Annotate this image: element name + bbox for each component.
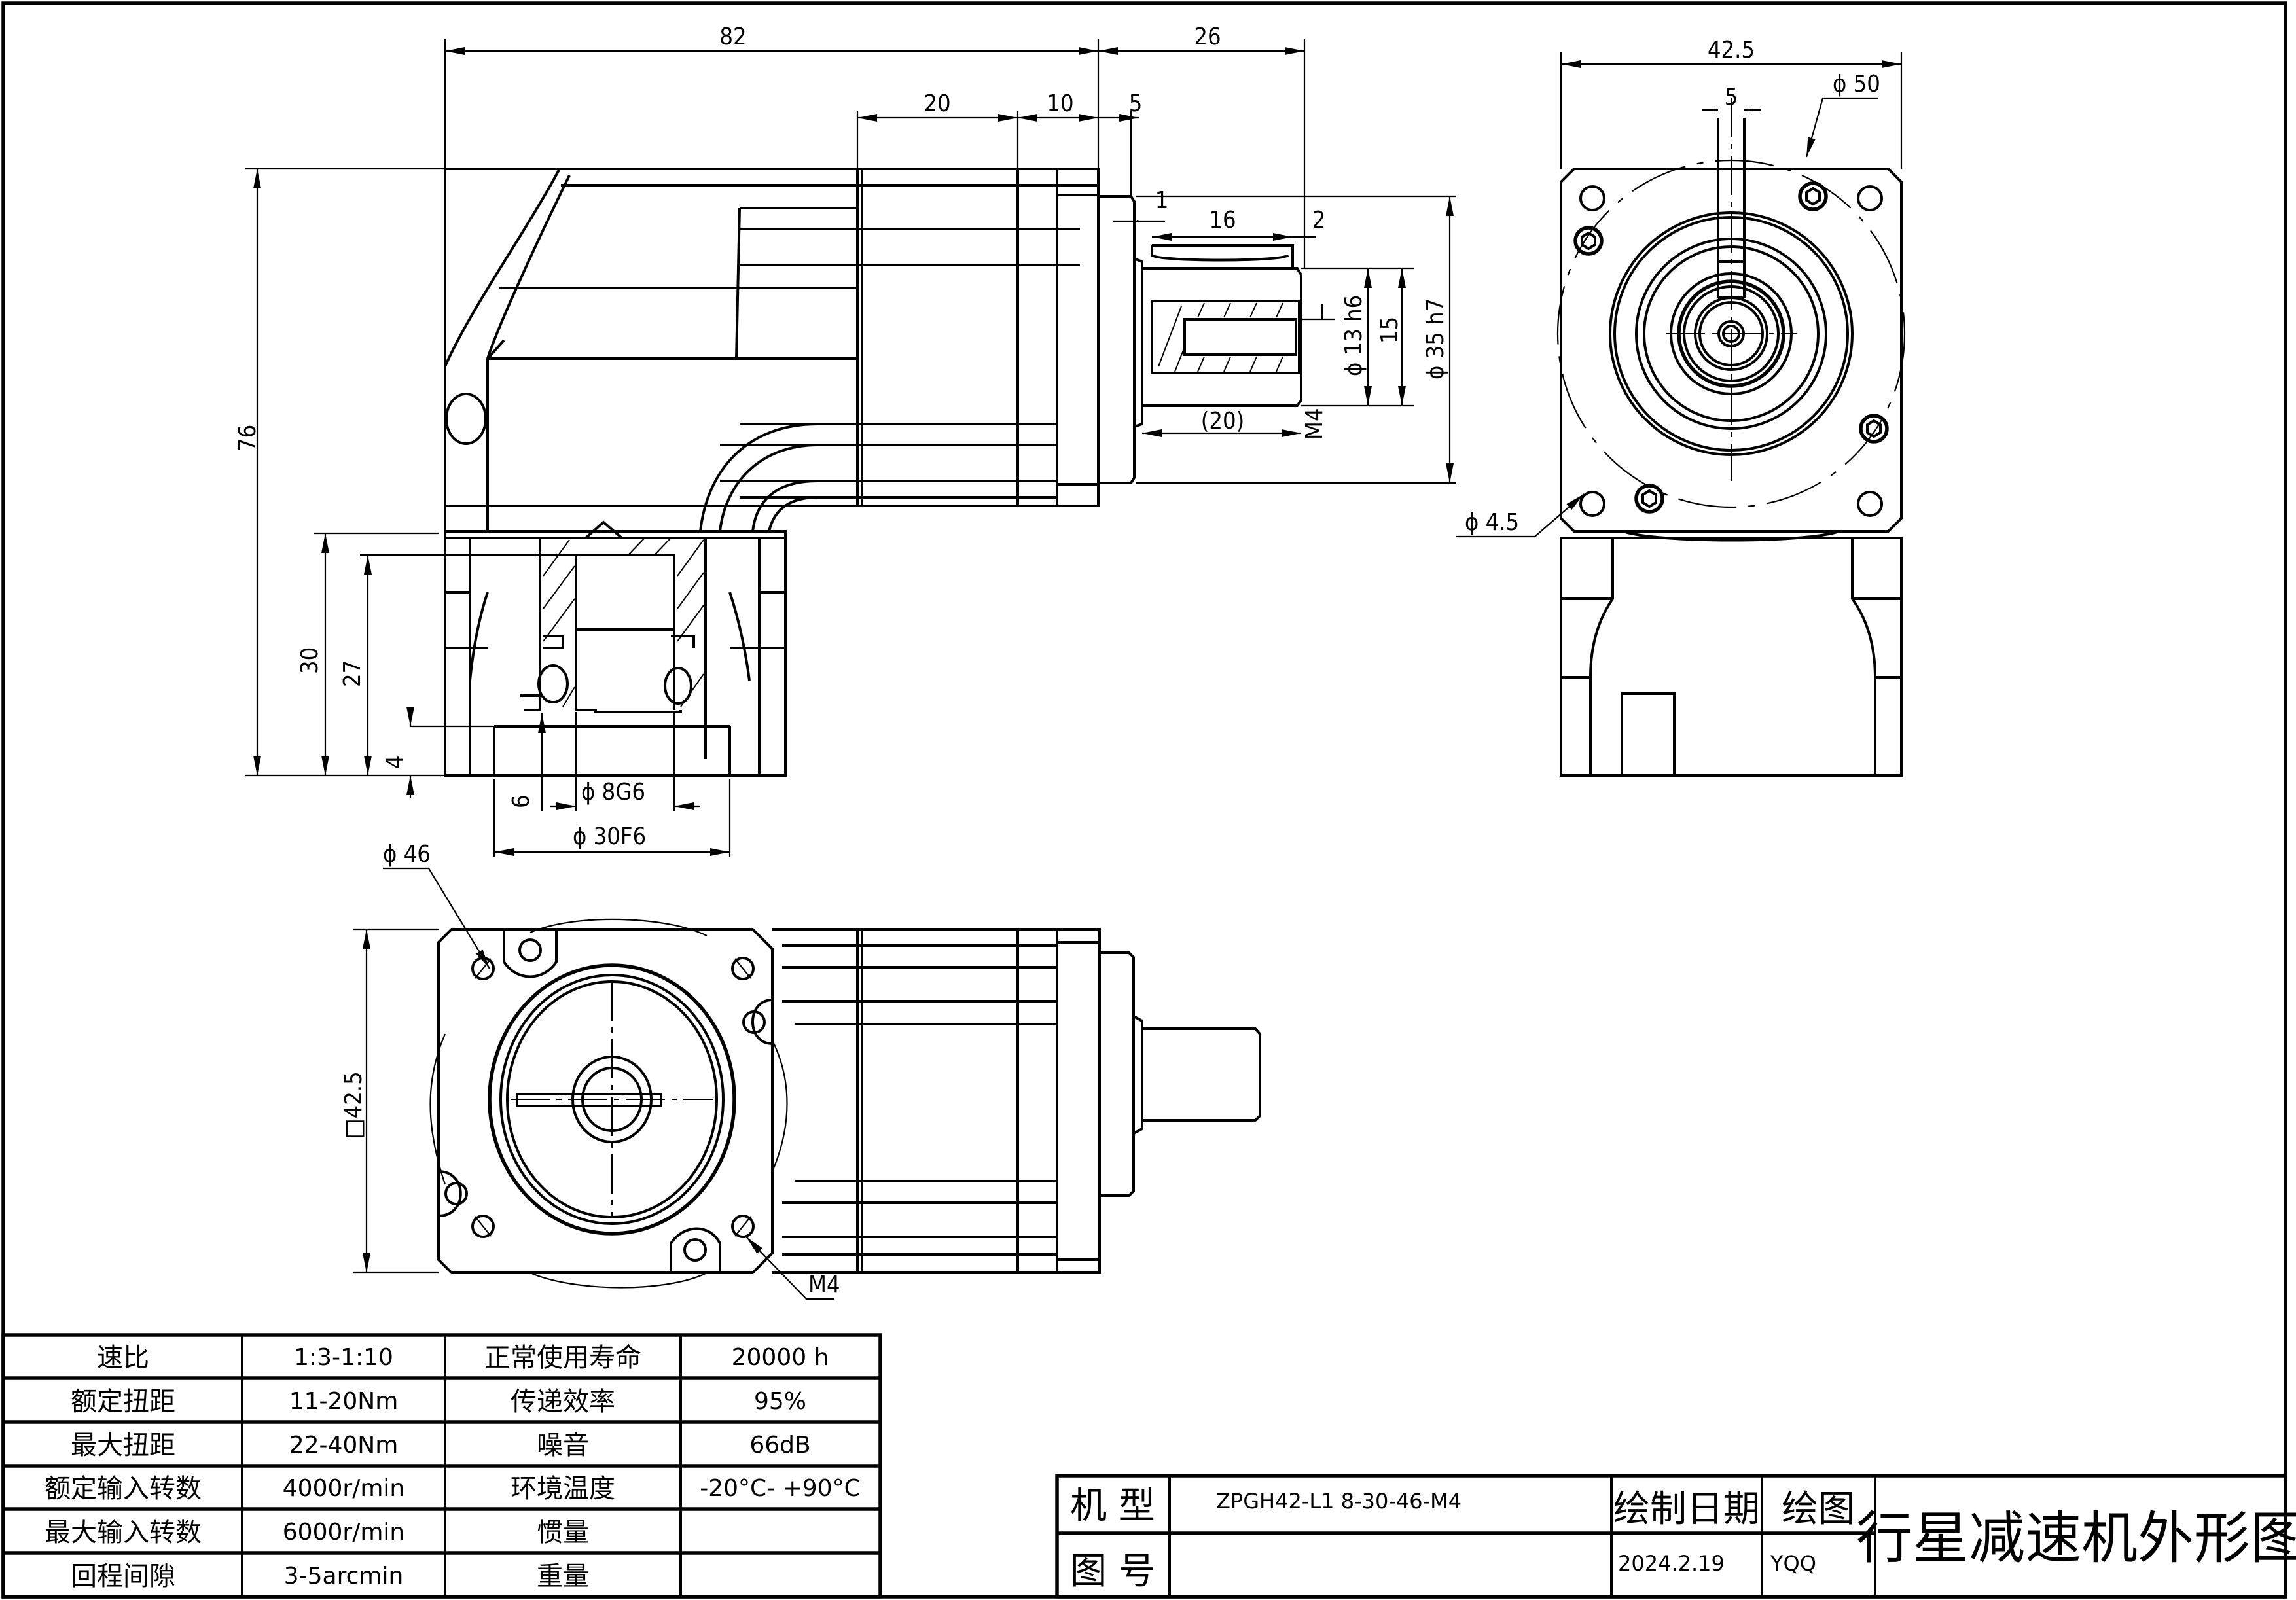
dim-overall-length: 82 [719, 24, 746, 50]
spec-label-2: 重量 [537, 1561, 589, 1591]
spec-value-2: -20°C- +90°C [700, 1475, 860, 1502]
spec-value: 22-40Nm [289, 1432, 399, 1459]
drawer-value: YQQ [1770, 1551, 1816, 1576]
dim-height-30: 30 [296, 647, 323, 674]
date-label: 绘制日期 [1613, 1488, 1760, 1531]
spec-value-2: 95% [754, 1388, 806, 1415]
drawing-no-label: 图 号 [1070, 1550, 1155, 1593]
dim-key-width: 5 [1725, 84, 1738, 111]
spec-row: 额定输入转数 4000r/min 环境温度 -20°C- +90°C [45, 1474, 861, 1504]
dim-pilot-dia: ϕ 35 h7 [1422, 298, 1449, 380]
dim-height-76: 76 [234, 425, 261, 452]
dim-hole-dia: ϕ 4.5 [1465, 509, 1519, 536]
spec-label-2: 环境温度 [511, 1474, 615, 1504]
dim-20: 20 [924, 90, 950, 117]
spec-row: 最大输入转数 6000r/min 惯量 [45, 1518, 589, 1548]
spec-label-2: 正常使用寿命 [484, 1343, 641, 1373]
dim-16: 16 [1209, 207, 1236, 234]
spec-label: 最大输入转数 [45, 1518, 202, 1548]
spec-label: 速比 [97, 1343, 149, 1373]
dim-side-width: 42.5 [1708, 37, 1755, 63]
input-flange-view: □42.5 ϕ 46 M4 [340, 841, 1261, 1300]
spec-value-2: 20000 h [732, 1344, 829, 1371]
title-block: 机 型 ZPGH42-L1 8-30-46-M4 图 号 绘制日期 2024.2… [1055, 1474, 2296, 1599]
dim-4: 4 [382, 755, 408, 769]
dim-10: 10 [1047, 90, 1073, 117]
spec-label-2: 惯量 [537, 1518, 589, 1548]
date-value: 2024.2.19 [1618, 1551, 1725, 1576]
dim-flange-pcd: ϕ 46 [383, 841, 431, 868]
drawing-title: 行星减速机外形图 [1856, 1506, 2296, 1571]
spec-value-2: 66dB [749, 1432, 810, 1459]
spec-label: 额定输入转数 [45, 1474, 202, 1504]
model-value: ZPGH42-L1 8-30-46-M4 [1216, 1489, 1462, 1514]
front-section-view: 82 26 20 10 5 1 16 2 ϕ 13 h6 15 ϕ 35 h7 [234, 24, 1456, 857]
threaded-holes [471, 957, 755, 1238]
dim-1: 1 [1155, 187, 1169, 214]
spec-row: 最大扭距 22-40Nm 噪音 66dB [71, 1431, 811, 1461]
dim-shaft-dia: ϕ 13 h6 [1340, 295, 1367, 376]
dim-bore-dia: ϕ 8G6 [581, 779, 645, 806]
spec-label: 回程间隙 [71, 1561, 175, 1591]
spec-label: 最大扭距 [71, 1431, 175, 1461]
dim-2: 2 [1312, 207, 1326, 234]
drawer-label: 绘图 [1782, 1488, 1855, 1531]
input-section-hatching [543, 537, 704, 707]
spec-value: 6000r/min [283, 1519, 404, 1546]
shaft-hatching [1158, 302, 1283, 372]
dim-side-pcd: ϕ 50 [1833, 71, 1880, 98]
dim-square: □42.5 [340, 1071, 367, 1139]
spec-table: 速比 1:3-1:10 正常使用寿命 20000 h 额定扭距 11-20Nm … [1, 1333, 882, 1599]
model-label: 机 型 [1070, 1485, 1155, 1527]
spec-row: 额定扭距 11-20Nm 传递效率 95% [71, 1387, 806, 1417]
dim-flange-thread: M4 [808, 1271, 840, 1298]
dim-6: 6 [508, 794, 535, 808]
dim-key-length: (20) [1201, 408, 1244, 435]
dim-shaft-length: 26 [1194, 24, 1221, 50]
spec-label-2: 传递效率 [511, 1387, 615, 1417]
spec-label-2: 噪音 [537, 1431, 589, 1461]
spec-row: 回程间隙 3-5arcmin 重量 [71, 1561, 589, 1591]
dim-15: 15 [1376, 317, 1403, 344]
spec-value: 3-5arcmin [284, 1563, 404, 1590]
spec-row: 速比 1:3-1:10 正常使用寿命 20000 h [97, 1343, 829, 1373]
dim-5: 5 [1129, 90, 1143, 117]
side-view: 42.5 5 ϕ 50 ϕ 4.5 [1456, 37, 1906, 777]
spec-value: 1:3-1:10 [294, 1344, 393, 1371]
dim-thread: M4 [1301, 408, 1328, 440]
spec-value: 11-20Nm [289, 1388, 399, 1415]
spec-label: 额定扭距 [71, 1387, 175, 1417]
dim-input-pilot-dia: ϕ 30F6 [573, 823, 646, 850]
dim-height-27: 27 [339, 660, 366, 687]
spec-value: 4000r/min [283, 1475, 404, 1502]
